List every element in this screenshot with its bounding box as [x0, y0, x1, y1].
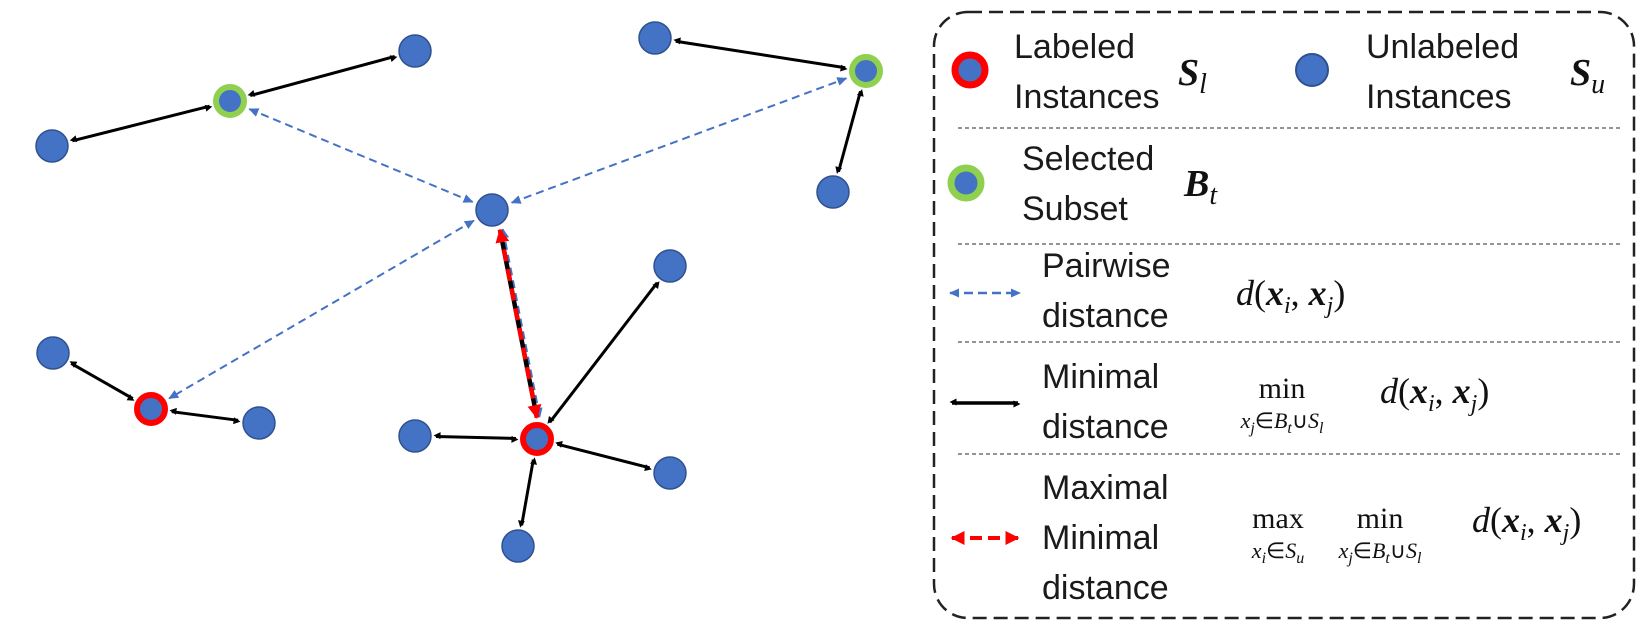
- pairwise-distance-edge: [500, 228, 543, 419]
- legend-minimal-line2: distance: [1042, 408, 1169, 446]
- legend-panel: Labeled Instances Sl Unlabeled Instances…: [932, 10, 1636, 620]
- minimal-distance-edge: [169, 407, 241, 425]
- pairwise-distance-edge: [510, 77, 848, 204]
- pairwise-distance-edge: [168, 219, 475, 400]
- minimal-distance-edge: [835, 89, 864, 174]
- legend-maximal-line2: Minimal: [1042, 519, 1159, 557]
- pairwise-distance-edge: [248, 108, 474, 203]
- legend-pairwise-formula: d(xi, xj): [1236, 273, 1345, 319]
- legend-labeled: Labeled Instances Sl: [951, 28, 1207, 116]
- maximal-minimal-distance-edge: [495, 228, 542, 419]
- minimal-distance-edge: [547, 281, 660, 424]
- legend-maximal: Maximal Minimal distance max xi∈Su min x…: [950, 469, 1582, 607]
- svg-text:d(xi, xj): d(xi, xj): [1380, 371, 1489, 417]
- unlabeled-node: [816, 175, 850, 209]
- svg-text:xj∈Bt∪Sl: xj∈Bt∪Sl: [1338, 538, 1422, 567]
- unlabeled-node: [501, 529, 535, 563]
- legend-labeled-symbol: Sl: [1178, 52, 1207, 100]
- legend-maximal-formula: max xi∈Su min xj∈Bt∪Sl d(xi, xj): [1251, 500, 1582, 567]
- legend-selected-symbol: Bt: [1183, 163, 1218, 211]
- labeled-node: [134, 392, 168, 426]
- svg-text:min: min: [1357, 502, 1404, 535]
- selected-node: [849, 54, 883, 88]
- legend-maximal-line1: Maximal: [1042, 469, 1169, 507]
- unlabeled-node: [638, 21, 672, 55]
- svg-text:d(xi, xj): d(xi, xj): [1472, 500, 1581, 546]
- legend-unlabeled-symbol: Su: [1570, 52, 1605, 100]
- unlabeled-node: [475, 193, 509, 227]
- minimal-distance-edge: [247, 55, 398, 97]
- legend-labeled-line2: Instances: [1014, 78, 1160, 116]
- legend-pairwise-line1: Pairwise: [1042, 247, 1170, 285]
- minimal-distance-edge: [69, 361, 135, 401]
- legend-selected-line1: Selected: [1022, 140, 1154, 178]
- unlabeled-node: [35, 129, 69, 163]
- unlabeled-node: [242, 406, 276, 440]
- svg-text:max: max: [1252, 502, 1304, 535]
- legend-maximal-line3: distance: [1042, 569, 1169, 607]
- minimal-distance-edge: [555, 440, 652, 472]
- legend-pairwise-line2: distance: [1042, 297, 1169, 335]
- legend-selected: Selected Subset Bt: [947, 140, 1218, 228]
- unlabeled-node-icon: [1295, 53, 1329, 87]
- labeled-node: [520, 422, 554, 456]
- legend-unlabeled-line1: Unlabeled: [1366, 28, 1519, 66]
- selected-node-icon: [947, 164, 985, 202]
- svg-text:min: min: [1259, 372, 1306, 405]
- graph-edges: [69, 37, 864, 528]
- legend-labeled-line1: Labeled: [1014, 28, 1135, 66]
- unlabeled-node: [398, 419, 432, 453]
- unlabeled-node: [398, 34, 432, 68]
- legend-border: [932, 10, 1636, 620]
- unlabeled-node: [653, 249, 687, 283]
- minimal-distance-edge: [433, 432, 519, 443]
- legend-unlabeled: Unlabeled Instances Su: [1295, 28, 1605, 116]
- legend-minimal-line1: Minimal: [1042, 358, 1159, 396]
- graph-nodes: [35, 21, 883, 563]
- legend-unlabeled-line2: Instances: [1366, 78, 1512, 116]
- svg-text:xi∈Su: xi∈Su: [1251, 538, 1304, 567]
- legend-pairwise: Pairwise distance d(xi, xj): [949, 247, 1345, 335]
- minimal-distance-edge: [69, 104, 213, 143]
- minimal-distance-edge: [518, 457, 537, 528]
- legend-selected-line2: Subset: [1022, 190, 1128, 228]
- legend-minimal-formula: min xj∈Bt∪Sl d(xi, xj): [1240, 371, 1490, 437]
- labeled-node-icon: [951, 51, 989, 89]
- unlabeled-node: [36, 336, 70, 370]
- selected-node: [213, 84, 247, 118]
- unlabeled-node: [653, 456, 687, 490]
- minimal-distance-edge: [673, 37, 848, 72]
- svg-text:xj∈Bt∪Sl: xj∈Bt∪Sl: [1240, 408, 1324, 437]
- legend-minimal: Minimal distance min xj∈Bt∪Sl d(xi, xj): [949, 358, 1490, 446]
